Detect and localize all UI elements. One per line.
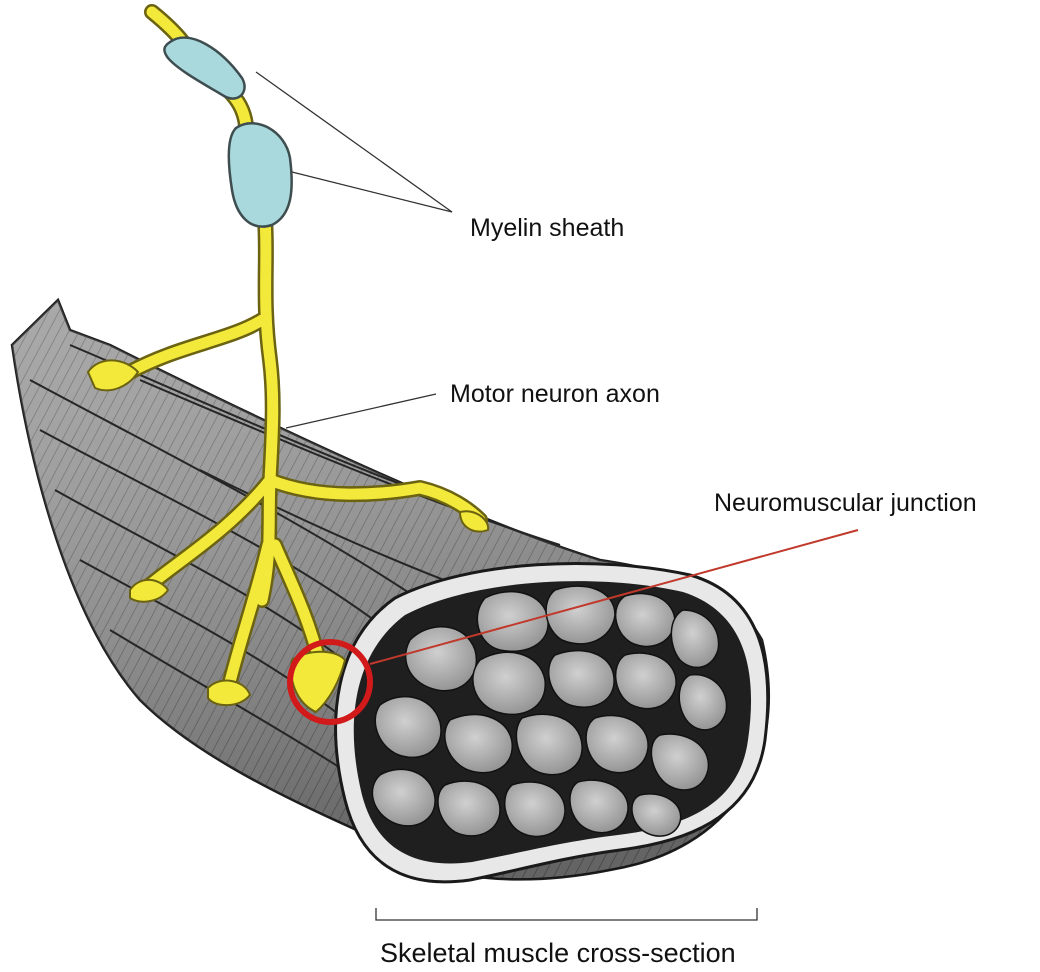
cross-section-bracket	[376, 908, 757, 920]
label-cross-section: Skeletal muscle cross-section	[380, 938, 736, 968]
myelin-sheaths	[164, 38, 291, 227]
label-myelin-sheath: Myelin sheath	[470, 214, 624, 242]
axon-leader	[286, 394, 436, 428]
label-neuromuscular-junction: Neuromuscular junction	[714, 489, 977, 517]
label-motor-neuron-axon: Motor neuron axon	[450, 380, 660, 408]
myelin-leader-2	[292, 172, 452, 212]
